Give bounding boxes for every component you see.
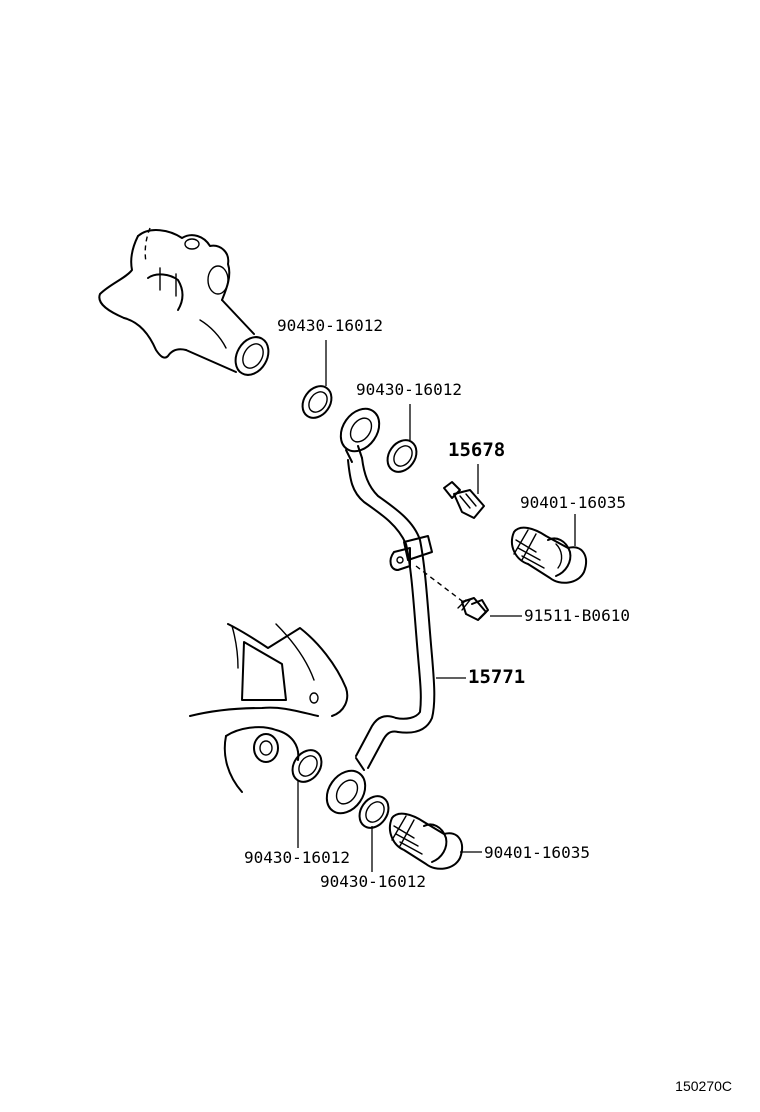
bottom-gasket-right — [358, 795, 390, 829]
leader-lines — [297, 340, 576, 872]
pressure-switch — [443, 481, 485, 519]
label-bottom-gasket-left: 90430-16012 — [244, 848, 350, 867]
label-top-gasket-left: 90430-16012 — [277, 316, 383, 335]
label-bottom-union-bolt: 90401-16035 — [484, 843, 590, 862]
clamp-bolt — [457, 597, 489, 621]
label-oil-pipe: 15771 — [468, 666, 526, 688]
top-gasket-right — [386, 439, 418, 473]
union-bolt-bottom — [388, 812, 463, 870]
label-top-union-bolt: 90401-16035 — [520, 493, 626, 512]
upper-housing-casting — [98, 227, 270, 376]
clamp-bolt-axis — [415, 565, 467, 605]
bottom-gasket-left — [291, 749, 323, 783]
label-clamp-bolt: 91511-B0610 — [524, 606, 630, 625]
top-gasket-left — [301, 385, 333, 419]
oil-pipe — [325, 407, 436, 815]
union-bolt-top — [510, 526, 587, 584]
diagram-reference-id: 150270C — [675, 1078, 732, 1094]
label-bottom-gasket-right: 90430-16012 — [320, 872, 426, 891]
lower-block-casting — [189, 623, 349, 793]
label-switch: 15678 — [448, 439, 506, 461]
label-top-gasket-right: 90430-16012 — [356, 380, 462, 399]
